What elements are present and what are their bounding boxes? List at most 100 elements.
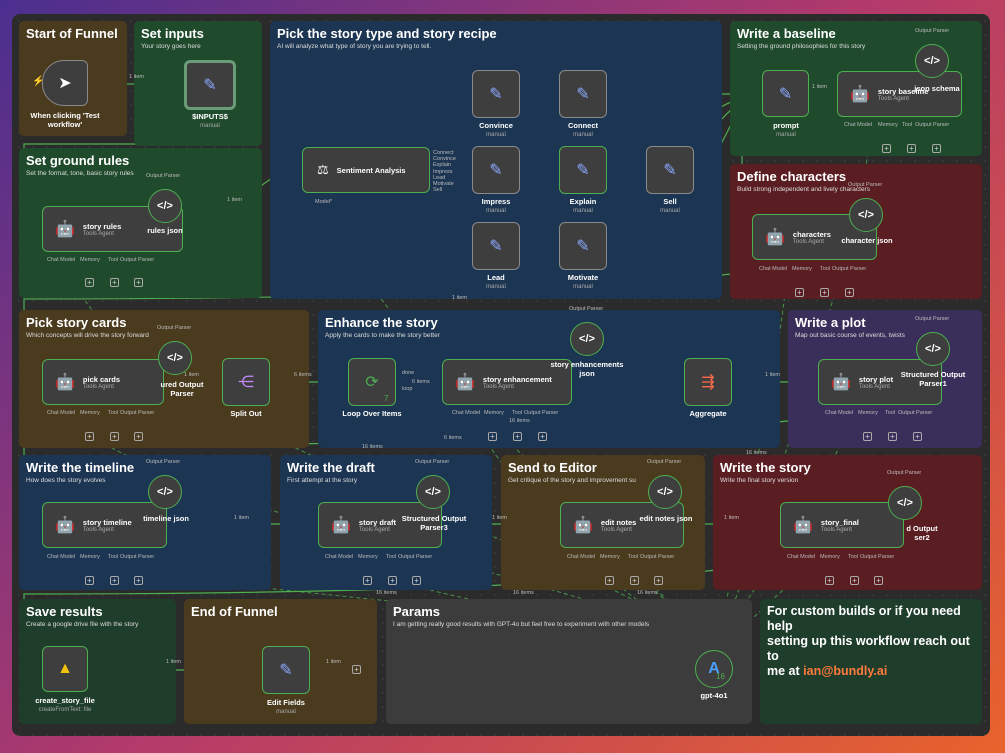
parser-label-line: ser2 xyxy=(914,533,930,542)
add-memory-button[interactable]: + xyxy=(825,576,834,585)
prompt-node[interactable]: ✎ xyxy=(762,70,809,117)
add-tool-button[interactable]: + xyxy=(110,432,119,441)
plot-parser-node[interactable]: </> xyxy=(916,332,950,366)
pencil-icon: ✎ xyxy=(279,662,293,679)
prompt-sub: manual xyxy=(776,132,796,138)
add-parser-button[interactable]: + xyxy=(913,432,922,441)
port-label: Chat Model xyxy=(844,122,873,128)
lead-node[interactable]: ✎ xyxy=(472,222,520,270)
add-tool-button[interactable]: + xyxy=(630,576,639,585)
convince-node[interactable]: ✎ xyxy=(472,70,520,118)
create-file-node[interactable]: ▲ xyxy=(42,646,88,692)
add-parser-button[interactable]: + xyxy=(538,432,547,441)
port-label: Tool xyxy=(512,410,523,416)
pencil-icon: ✎ xyxy=(663,162,677,179)
character-parser-node[interactable]: </> xyxy=(849,198,883,232)
add-parser-button[interactable]: + xyxy=(874,576,883,585)
add-parser-button[interactable]: + xyxy=(654,576,663,585)
create-file-sub: createFromText: file xyxy=(38,707,92,713)
final-parser-node[interactable]: </> xyxy=(888,486,922,520)
port-label: Tool xyxy=(848,554,859,560)
impress-node[interactable]: ✎ xyxy=(472,146,520,194)
add-parser-button[interactable]: + xyxy=(134,278,143,287)
add-tool-button[interactable]: + xyxy=(850,576,859,585)
baseline-parser-node[interactable]: </> xyxy=(915,44,949,78)
editor-parser-node[interactable]: </> xyxy=(648,475,682,509)
add-tool-button[interactable]: + xyxy=(820,288,829,297)
gpt-model-node[interactable]: A xyxy=(695,650,733,688)
add-parser-button[interactable]: + xyxy=(134,432,143,441)
section-desc: Get critique of the story and improvemen… xyxy=(508,477,636,484)
loop-label: Loop Over Items xyxy=(342,409,402,418)
add-tool-button[interactable]: + xyxy=(907,144,916,153)
add-tool-button[interactable]: + xyxy=(513,432,522,441)
trigger-node[interactable]: ➤ xyxy=(42,60,88,106)
rules-parser-node[interactable]: </> xyxy=(148,189,182,223)
enhancement-parser-node[interactable]: </> xyxy=(570,322,604,356)
port-label: Output Parser xyxy=(157,325,192,331)
sentiment-node[interactable]: ⚖ Sentiment Analysis xyxy=(302,147,430,193)
cursor-icon: ➤ xyxy=(58,75,72,92)
split-out-node[interactable]: ⋲ xyxy=(222,358,270,406)
draft-parser-node[interactable]: </> xyxy=(416,475,450,509)
port-label: Output Parser xyxy=(120,257,155,263)
add-tool-button[interactable]: + xyxy=(388,576,397,585)
motivate-node[interactable]: ✎ xyxy=(559,222,607,270)
run-count-badge: 7 xyxy=(384,394,389,403)
add-parser-button[interactable]: + xyxy=(412,576,421,585)
add-tool-button[interactable]: + xyxy=(110,576,119,585)
edit-fields-node[interactable]: ✎ xyxy=(262,646,310,694)
code-icon: </> xyxy=(157,486,173,498)
add-memory-button[interactable]: + xyxy=(363,576,372,585)
add-memory-button[interactable]: + xyxy=(488,432,497,441)
parser-label-line: Structured Output xyxy=(900,370,966,379)
output-label: Convince xyxy=(433,156,456,163)
add-memory-button[interactable]: + xyxy=(605,576,614,585)
pencil-icon: ✎ xyxy=(203,77,217,94)
code-icon: </> xyxy=(425,486,441,498)
robot-icon: 🤖 xyxy=(55,221,75,238)
add-parser-button[interactable]: + xyxy=(134,576,143,585)
add-memory-button[interactable]: + xyxy=(795,288,804,297)
connect-node[interactable]: ✎ xyxy=(559,70,607,118)
add-memory-button[interactable]: + xyxy=(85,432,94,441)
aggregate-node[interactable]: ⇶ xyxy=(684,358,732,406)
add-tool-button[interactable]: + xyxy=(110,278,119,287)
port-label: Output Parser xyxy=(524,410,559,416)
explain-node[interactable]: ✎ xyxy=(559,146,607,194)
pencil-icon: ✎ xyxy=(489,162,503,179)
agent-sub: Tools Agent xyxy=(792,238,824,245)
cards-parser-node[interactable]: </> xyxy=(158,341,192,375)
add-memory-button[interactable]: + xyxy=(863,432,872,441)
timeline-parser-node[interactable]: </> xyxy=(148,475,182,509)
add-memory-button[interactable]: + xyxy=(882,144,891,153)
email-link[interactable]: ian@bundly.ai xyxy=(803,664,888,678)
sell-node[interactable]: ✎ xyxy=(646,146,694,194)
add-parser-button[interactable]: + xyxy=(932,144,941,153)
add-tool-button[interactable]: + xyxy=(888,432,897,441)
add-node-button[interactable]: + xyxy=(352,665,361,674)
loop-node[interactable]: ⟳ xyxy=(348,358,396,406)
add-memory-button[interactable]: + xyxy=(85,278,94,287)
port-label: Output Parser xyxy=(848,182,883,188)
port-label: Output Parser xyxy=(915,122,950,128)
gpt-label: gpt-4o1 xyxy=(700,691,728,700)
section-title: Write the draft xyxy=(287,460,375,475)
add-parser-button[interactable]: + xyxy=(845,288,854,297)
inputs-node[interactable]: ✎ xyxy=(184,60,236,110)
parser-label-line: Parser xyxy=(170,389,194,398)
lead-sub: manual xyxy=(486,284,506,290)
add-memory-button[interactable]: + xyxy=(85,576,94,585)
